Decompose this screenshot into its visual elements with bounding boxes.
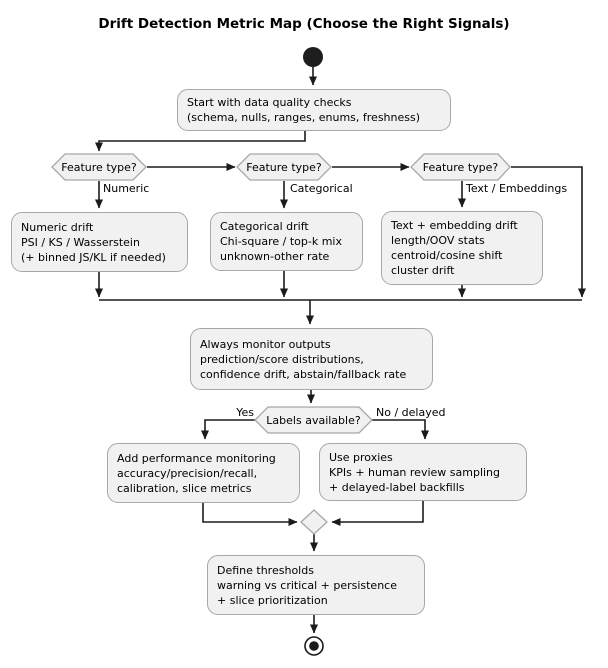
decision-shapes	[51, 153, 511, 535]
edge-proxies-to-diamond	[331, 501, 424, 526]
activity-data-quality-checks: Start with data quality checks (schema, …	[177, 89, 451, 131]
edge-perf-to-diamond	[202, 503, 298, 526]
activity-use-proxies: Use proxies KPIs + human review sampling…	[319, 443, 527, 501]
merge-diamond	[300, 509, 328, 535]
decision-labels-available-shape	[254, 406, 373, 434]
end-node	[304, 636, 324, 656]
decision-feature-type-3-shape	[410, 153, 511, 181]
activity-text-embedding-drift: Text + embedding drift length/OOV stats …	[381, 211, 543, 285]
activity-define-thresholds: Define thresholds warning vs critical + …	[207, 555, 425, 615]
diagram-title: Drift Detection Metric Map (Choose the R…	[98, 16, 510, 32]
activity-performance-monitoring: Add performance monitoring accuracy/prec…	[107, 443, 300, 503]
edge-labels-yes	[201, 419, 256, 440]
branch-label-yes: Yes	[236, 406, 254, 419]
branch-label-categorical: Categorical	[290, 182, 353, 195]
decision-feature-type-2-shape	[236, 153, 332, 181]
edge-labels-no	[372, 419, 429, 440]
edge-decision3-else	[511, 166, 586, 298]
activity-numeric-drift: Numeric drift PSI / KS / Wasserstein (+ …	[11, 212, 188, 272]
start-node	[303, 47, 323, 67]
branch-label-no-delayed: No / delayed	[376, 406, 446, 419]
end-node-dot	[309, 641, 319, 651]
activity-monitor-outputs: Always monitor outputs prediction/score …	[190, 328, 433, 390]
activity-categorical-drift: Categorical drift Chi-square / top-k mix…	[210, 212, 363, 271]
branch-label-numeric: Numeric	[103, 182, 150, 195]
edge-checks-to-decision1	[95, 131, 306, 152]
decision-feature-type-1-shape	[51, 153, 147, 181]
flow-edges	[95, 67, 586, 634]
branch-label-text-embeddings: Text / Embeddings	[466, 182, 568, 195]
